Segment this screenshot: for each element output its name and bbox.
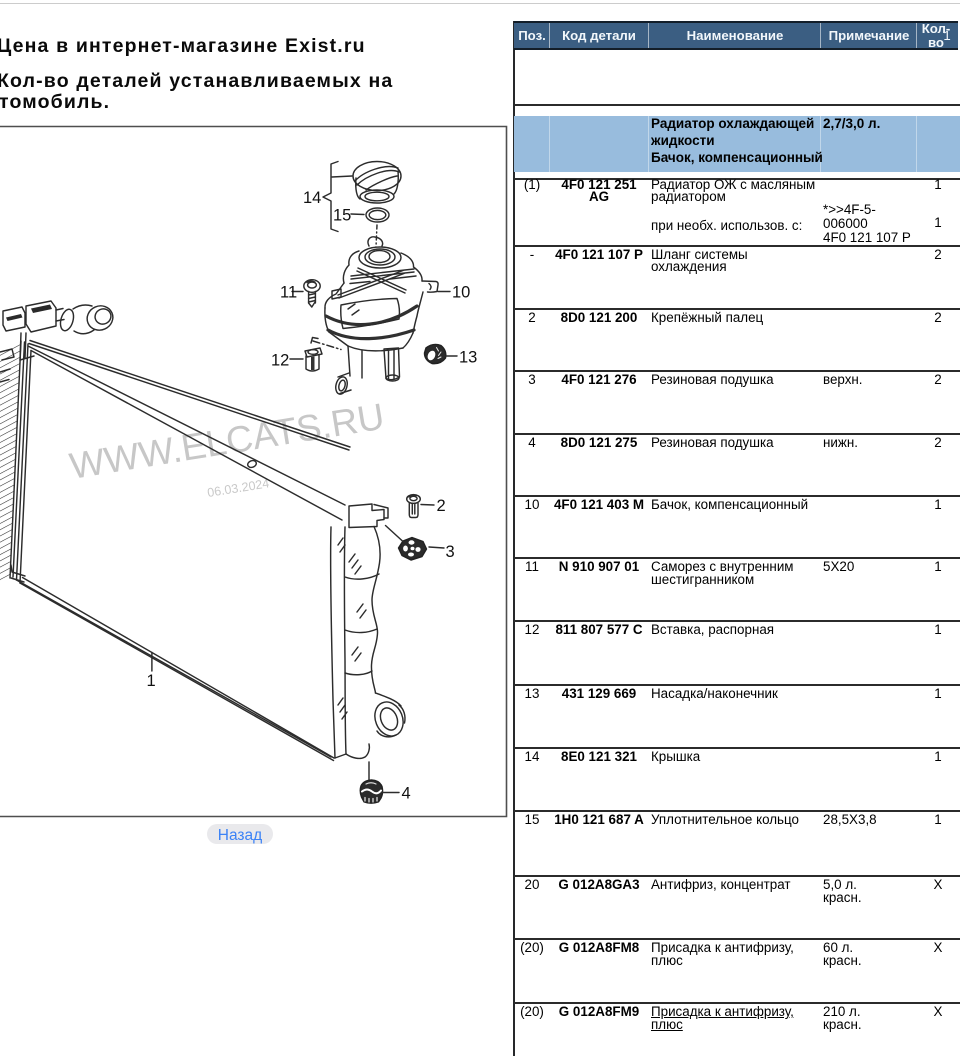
svg-text:3: 3 <box>446 543 455 561</box>
svg-text:12: 12 <box>271 352 289 370</box>
svg-text:11: 11 <box>280 284 297 302</box>
svg-text:1: 1 <box>147 672 156 690</box>
svg-text:15: 15 <box>333 207 351 225</box>
svg-text:2: 2 <box>437 497 446 515</box>
svg-text:13: 13 <box>459 349 477 367</box>
svg-text:4: 4 <box>402 785 411 803</box>
svg-text:14: 14 <box>303 189 321 207</box>
svg-text:06.03.2024: 06.03.2024 <box>206 476 270 500</box>
svg-text:10: 10 <box>452 284 470 302</box>
